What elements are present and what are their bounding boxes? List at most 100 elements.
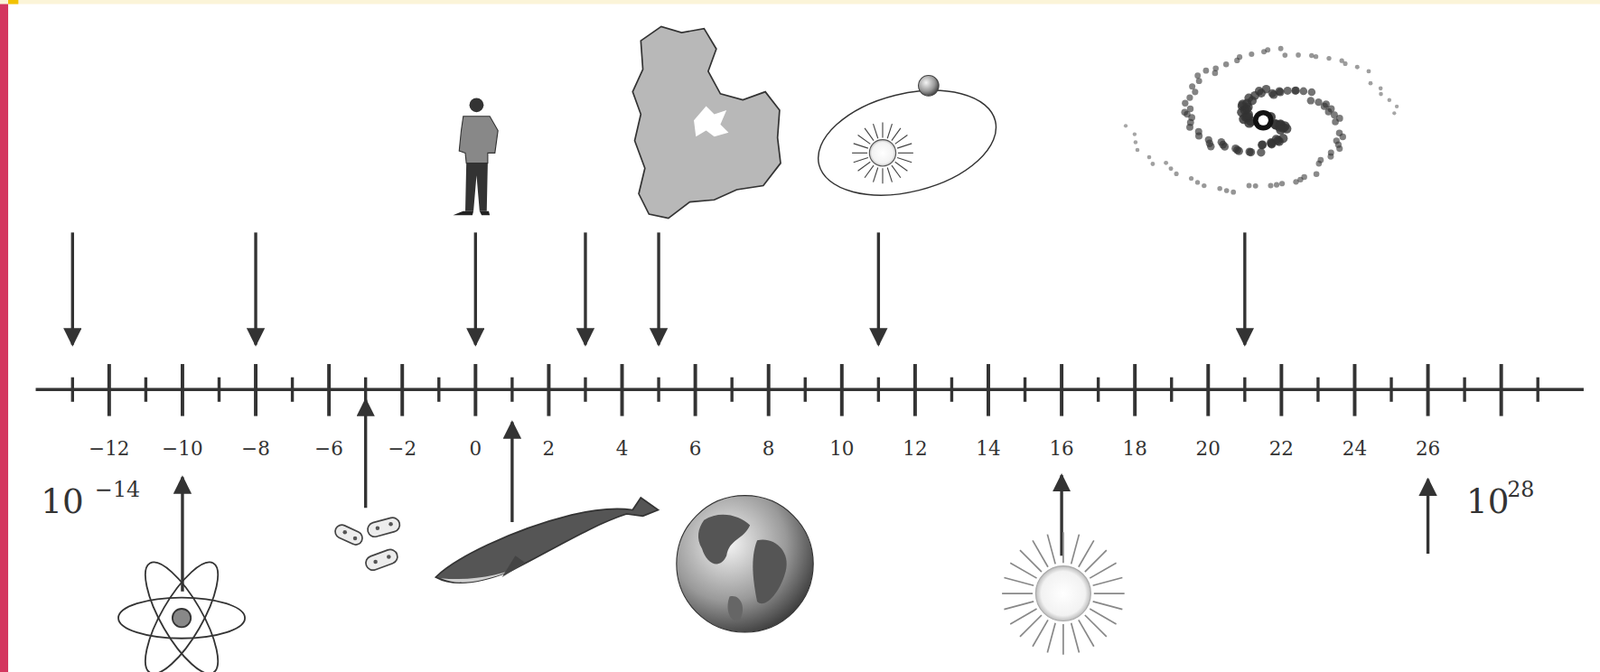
sun-ray xyxy=(1062,532,1065,563)
tick-label: 16 xyxy=(1047,438,1076,458)
galaxy-dot xyxy=(1342,61,1348,66)
major-tick xyxy=(913,364,917,417)
galaxy-dot xyxy=(1392,111,1396,115)
galaxy-dot xyxy=(1230,189,1236,196)
galaxy-dot xyxy=(1268,183,1274,189)
minor-tick xyxy=(656,377,660,403)
minor-tick xyxy=(1316,377,1320,403)
galaxy-dot xyxy=(1248,51,1254,57)
galaxy-dot xyxy=(1195,128,1203,136)
tick-label: 18 xyxy=(1121,438,1149,458)
major-tick xyxy=(327,364,331,417)
sun-ray xyxy=(1085,615,1107,637)
galaxy-dot xyxy=(1378,86,1384,92)
galaxy-dot xyxy=(1223,61,1229,67)
major-tick xyxy=(1132,364,1137,417)
sun-ray xyxy=(1089,562,1116,579)
sun-ray xyxy=(1003,578,1034,587)
galaxy-dot xyxy=(1278,46,1284,52)
minor-tick xyxy=(1389,377,1393,403)
tick-label: −6 xyxy=(313,438,345,458)
galaxy-dot xyxy=(1174,171,1179,177)
minor-tick xyxy=(437,377,440,403)
galaxy-dot xyxy=(1253,183,1259,189)
sun-ray xyxy=(1010,608,1037,625)
minor-tick xyxy=(950,377,954,403)
atom-icon xyxy=(118,552,245,672)
sun-ray xyxy=(1019,615,1042,637)
minor-tick xyxy=(144,377,148,403)
galaxy-dot xyxy=(1299,87,1308,96)
sun-ray xyxy=(1093,578,1123,587)
sun-icon xyxy=(1001,532,1125,655)
sun-ray xyxy=(858,161,871,171)
sun-ray xyxy=(897,143,912,149)
galaxy-dot xyxy=(1258,140,1268,150)
galaxy-dot xyxy=(1123,123,1128,128)
exponent-label: 10 xyxy=(1466,484,1509,518)
whale-icon xyxy=(435,497,658,583)
tick-label: 6 xyxy=(688,438,703,458)
sun-ray xyxy=(873,123,879,139)
galaxy-dot xyxy=(1326,56,1331,61)
galaxy-dot xyxy=(1387,98,1392,103)
major-tick xyxy=(1426,364,1431,417)
galaxy-dot xyxy=(1163,160,1169,166)
galaxy-dot xyxy=(1187,105,1194,113)
side-bar xyxy=(0,0,9,672)
galaxy-dot xyxy=(1315,160,1322,168)
major-tick xyxy=(767,364,771,417)
galaxy-dot xyxy=(1257,140,1266,150)
sun-ray xyxy=(864,165,874,178)
minor-tick xyxy=(729,377,733,403)
sun-ray xyxy=(1062,624,1065,655)
tick-label: 8 xyxy=(761,438,777,458)
galaxy-core xyxy=(1253,110,1274,131)
galaxy-dot xyxy=(1275,125,1285,135)
galaxy-dot xyxy=(1188,176,1194,181)
up-arrow xyxy=(1426,479,1430,554)
galaxy-dot xyxy=(1279,180,1285,187)
sun-ray xyxy=(851,152,868,154)
major-tick xyxy=(1279,364,1283,417)
galaxy-dot xyxy=(1191,88,1198,95)
minor-tick xyxy=(364,377,367,403)
sun-ray xyxy=(853,143,869,149)
major-tick xyxy=(840,364,844,417)
minor-tick xyxy=(1462,377,1466,403)
galaxy-dot xyxy=(1267,140,1277,150)
bacteria-icon xyxy=(333,515,403,572)
galaxy-dot xyxy=(1264,46,1271,53)
tick-label: 12 xyxy=(901,438,929,458)
galaxy-dot xyxy=(1194,72,1201,79)
galaxy-dot xyxy=(1196,77,1203,85)
exponent-label: 28 xyxy=(1506,479,1535,502)
region-map xyxy=(632,26,781,218)
sun-ray xyxy=(1071,623,1080,654)
galaxy-dot xyxy=(1231,144,1240,153)
galaxy-dot xyxy=(1283,86,1292,95)
major-tick xyxy=(1059,364,1064,417)
minor-tick xyxy=(1023,377,1027,403)
galaxy-dot xyxy=(1132,131,1137,136)
galaxy-dot xyxy=(1188,83,1196,90)
major-tick xyxy=(180,364,185,417)
sun-ray xyxy=(1047,534,1056,565)
galaxy-dot xyxy=(1366,68,1372,74)
up-arrow xyxy=(364,400,367,509)
galaxy-dot xyxy=(1205,136,1213,144)
minor-tick xyxy=(1096,377,1100,403)
up-arrow xyxy=(180,477,184,591)
major-tick xyxy=(693,364,698,417)
sun-ray xyxy=(881,121,883,138)
galaxy-dot xyxy=(1291,86,1301,95)
tick-label: 24 xyxy=(1341,438,1369,458)
galaxy-dot xyxy=(1236,54,1243,60)
minor-tick xyxy=(1169,377,1173,403)
up-arrow xyxy=(510,421,514,523)
major-tick xyxy=(1499,364,1504,417)
sun-ray xyxy=(897,158,912,163)
minor-tick xyxy=(71,377,75,403)
galaxy-dot xyxy=(1336,145,1343,152)
